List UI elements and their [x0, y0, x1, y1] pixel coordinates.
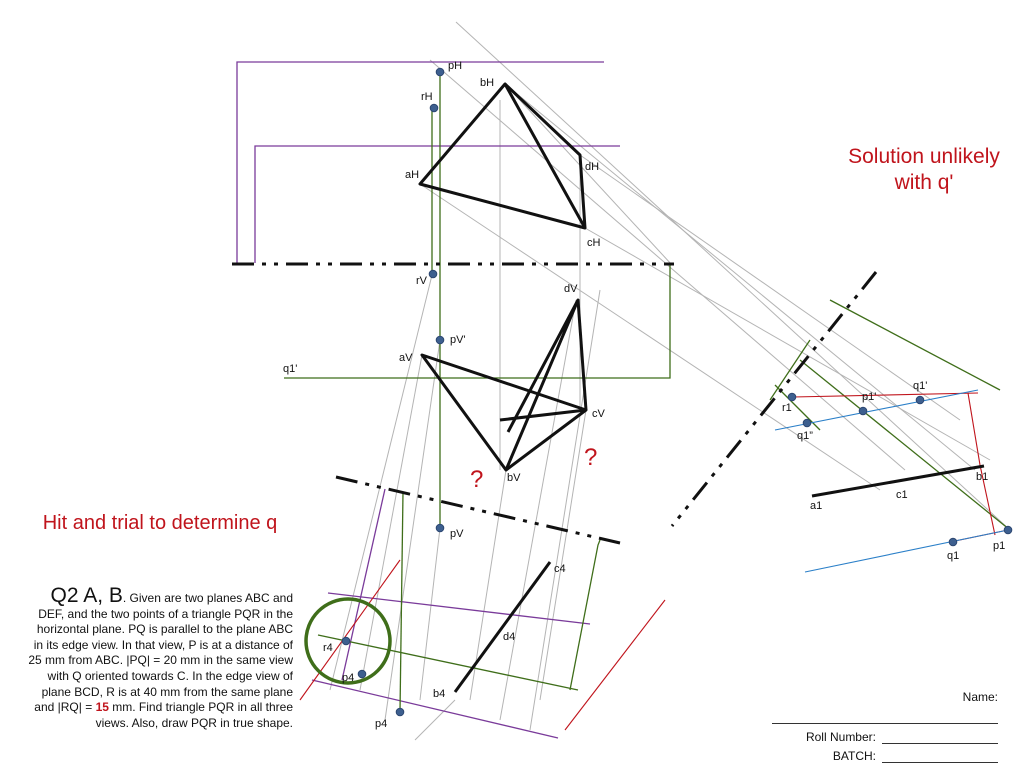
student-form: Name: Roll Number: BATCH: [772, 690, 998, 768]
point-markers [341, 67, 1013, 717]
label-b4: b4 [433, 688, 445, 700]
label-dH: dH [585, 161, 599, 173]
label-pH: pH [448, 60, 462, 72]
point-p4b [395, 707, 405, 717]
solution-note: Solution unlikely with q' [848, 145, 1000, 195]
label-aV: aV [399, 352, 413, 364]
green-construction [284, 72, 1011, 713]
label-a1: a1 [810, 500, 822, 512]
label-r1: r1 [782, 402, 792, 414]
roll-row: Roll Number: [772, 730, 998, 744]
label-r4: r4 [323, 642, 333, 654]
name-row: Name: [772, 690, 998, 704]
label-pV: pV [450, 528, 464, 540]
label-p4b: p4 [375, 718, 387, 730]
label-q1p: q1' [913, 380, 927, 392]
label-p4a: p4 [342, 672, 354, 684]
label-c1: c1 [896, 489, 908, 501]
label-cV: cV [592, 408, 606, 420]
label-aH: aH [405, 169, 419, 181]
reference-lines [232, 262, 878, 545]
problem-heading: Q2 A, B [50, 584, 123, 607]
point-rH [429, 103, 439, 113]
label-rH: rH [421, 91, 433, 103]
label-q1p-left: q1' [283, 363, 297, 375]
projector-lines [329, 21, 1011, 741]
roll-number-blank[interactable] [882, 730, 998, 744]
red-construction [299, 392, 1009, 731]
point-q1pp [802, 418, 812, 428]
name-blank[interactable] [772, 709, 998, 724]
point-rV [428, 269, 438, 279]
label-bV: bV [507, 472, 521, 484]
label-dV: dV [564, 283, 578, 295]
label-d4: d4 [503, 631, 515, 643]
name-label: Name: [962, 690, 998, 704]
label-pVp: pV' [450, 334, 466, 346]
label-c4: c4 [554, 563, 566, 575]
problem-statement: Q2 A, B. Given are two planes ABC and DE… [28, 585, 293, 731]
point-p4a [357, 669, 367, 679]
label-q1pp: q1” [797, 430, 813, 442]
label-rV: rV [416, 275, 428, 287]
point-pV [435, 523, 445, 533]
point-q1p [915, 395, 925, 405]
label-b1: b1 [976, 471, 988, 483]
question-mark-left: ? [470, 466, 484, 493]
problem-highlight: 15 [95, 700, 109, 715]
label-bH: bH [480, 77, 494, 89]
point-r1 [787, 392, 797, 402]
problem-text-2: mm. Find triangle PQR in all three views… [95, 700, 293, 730]
point-r4 [341, 636, 351, 646]
hit-trial-note: Hit and trial to determine q [42, 512, 278, 534]
point-pVp [435, 335, 445, 345]
label-p1: p1 [993, 540, 1005, 552]
label-p1p: p1' [862, 391, 876, 403]
batch-blank[interactable] [882, 749, 998, 763]
purple-construction [236, 61, 620, 739]
point-pH [435, 67, 445, 77]
batch-label: BATCH: [832, 749, 876, 763]
label-q1: q1 [947, 550, 959, 562]
search-circle [304, 597, 392, 685]
point-p1 [1003, 525, 1013, 535]
point-labels: pH rH bH aH dH cH rV dV pV' aV cV bV pV … [283, 60, 1005, 730]
point-p1p [858, 406, 868, 416]
problem-text-1: . Given are two planes ABC and DEF, and … [28, 591, 293, 715]
object-lines [418, 82, 985, 693]
label-cH: cH [587, 237, 601, 249]
point-q1 [948, 537, 958, 547]
batch-row: BATCH: [772, 749, 998, 763]
roll-number-label: Roll Number: [805, 730, 876, 744]
question-mark-right: ? [584, 444, 598, 471]
